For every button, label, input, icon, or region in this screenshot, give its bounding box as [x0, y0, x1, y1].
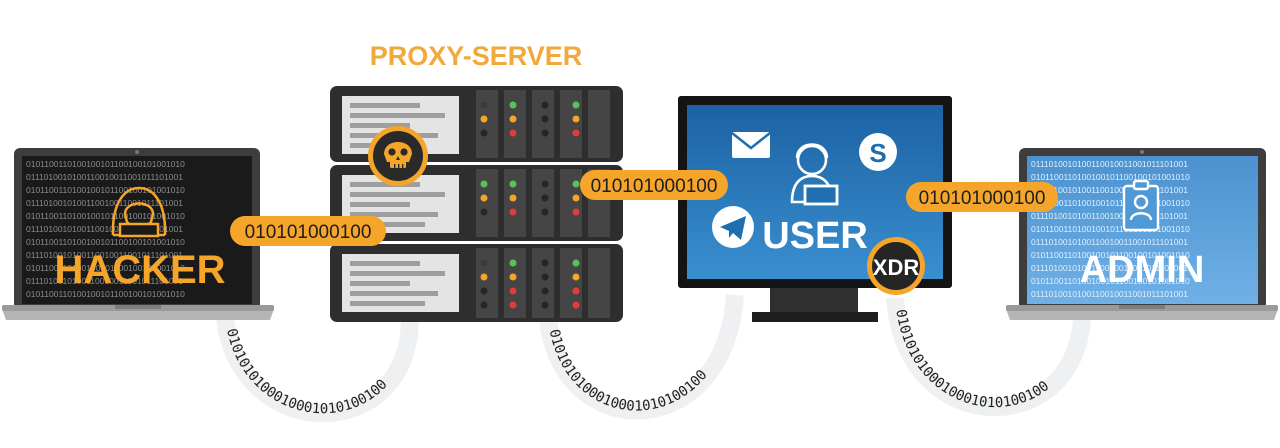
user-icon — [790, 143, 839, 206]
svg-text:010101000100: 010101000100 — [919, 188, 1046, 209]
svg-text:011101001010011001001100101110: 0111010010100110010011001011101001 — [26, 224, 183, 234]
svg-text:010110011010010010110010010100: 0101100110100100101100100101001010 — [1031, 172, 1190, 182]
svg-text:011101001010011001001100101110: 0111010010100110010011001011101001 — [26, 250, 183, 260]
packet-hacker-proxy: 010101000100 — [230, 216, 386, 246]
hacker-label: HACKER — [54, 248, 225, 292]
svg-text:010110011010010010110010010100: 0101100110100100101100100101001010 — [26, 211, 185, 221]
admin-laptop: 0111010010100110010011001011101001 01011… — [1006, 148, 1278, 320]
hacker-screen-code: 0101100110100100101100100101001010 01110… — [26, 159, 185, 299]
user-label: USER — [762, 215, 868, 257]
packet-proxy-user: 010101000100 — [580, 170, 728, 200]
cable-bits-hacker-proxy: 0101010100010001010100100 — [223, 327, 391, 417]
proxy-server: PROXY-SERVER — [330, 41, 623, 322]
svg-text:S: S — [869, 138, 886, 168]
svg-text:010110011010010010110010010100: 0101100110100100101100100101001010 — [1031, 224, 1190, 234]
svg-text:010110011010010010110010010100: 0101100110100100101100100101001010 — [26, 263, 185, 273]
hacker-laptop: 0101100110100100101100100101001010 01110… — [2, 148, 274, 320]
svg-text:010110011010010010110010010100: 0101100110100100101100100101001010 — [1031, 250, 1190, 260]
telegram-icon — [712, 206, 754, 248]
packet-user-admin: 010101000100 — [906, 182, 1058, 212]
svg-text:011101001010011001001100101110: 0111010010100110010011001011101001 — [26, 276, 183, 286]
svg-text:011101001010011001001100101110: 0111010010100110010011001011101001 — [1031, 211, 1188, 221]
svg-text:010110011010010010110010010100: 0101100110100100101100100101001010 — [26, 159, 185, 169]
xdr-label: XDR — [873, 255, 920, 280]
hacker-icon — [111, 186, 167, 238]
mail-icon — [731, 132, 771, 158]
svg-text:010110011010010010110010010100: 0101100110100100101100100101001010 — [26, 185, 185, 195]
user-monitor: S USER XDR — [678, 96, 952, 322]
badge-icon — [1122, 179, 1160, 232]
svg-text:011101001010011001001100101110: 0111010010100110010011001011101001 — [1031, 263, 1188, 273]
cable-bits-user-admin: 0101010100010001010100100 — [892, 308, 1052, 411]
admin-screen-code: 0111010010100110010011001011101001 01011… — [1031, 159, 1190, 299]
svg-text:011101001010011001001100101110: 0111010010100110010011001011101001 — [26, 172, 183, 182]
server-unit-3 — [330, 244, 623, 322]
svg-text:011101001010011001001100101110: 0111010010100110010011001011101001 — [26, 198, 183, 208]
svg-text:011101001010011001001100101110: 0111010010100110010011001011101001 — [1031, 237, 1188, 247]
svg-text:010110011010010010110010010100: 0101100110100100101100100101001010 — [26, 237, 185, 247]
svg-text:010110011010010010110010010100: 0101100110100100101100100101001010 — [1031, 198, 1190, 208]
proxy-label: PROXY-SERVER — [370, 41, 583, 71]
admin-label: ADMIN — [1080, 249, 1205, 291]
xdr-badge: XDR — [867, 237, 925, 295]
skull-icon — [368, 126, 428, 186]
svg-text:010110011010010010110010010100: 0101100110100100101100100101001010 — [1031, 276, 1190, 286]
svg-text:010101000100: 010101000100 — [591, 176, 718, 197]
svg-text:010110011010010010110010010100: 0101100110100100101100100101001010 — [26, 289, 185, 299]
svg-text:011101001010011001001100101110: 0111010010100110010011001011101001 — [1031, 185, 1188, 195]
skype-icon: S — [859, 133, 897, 171]
svg-text:011101001010011001001100101110: 0111010010100110010011001011101001 — [1031, 159, 1188, 169]
svg-text:011101001010011001001100101110: 0111010010100110010011001011101001 — [1031, 289, 1188, 299]
svg-text:010101000100: 010101000100 — [245, 222, 372, 243]
